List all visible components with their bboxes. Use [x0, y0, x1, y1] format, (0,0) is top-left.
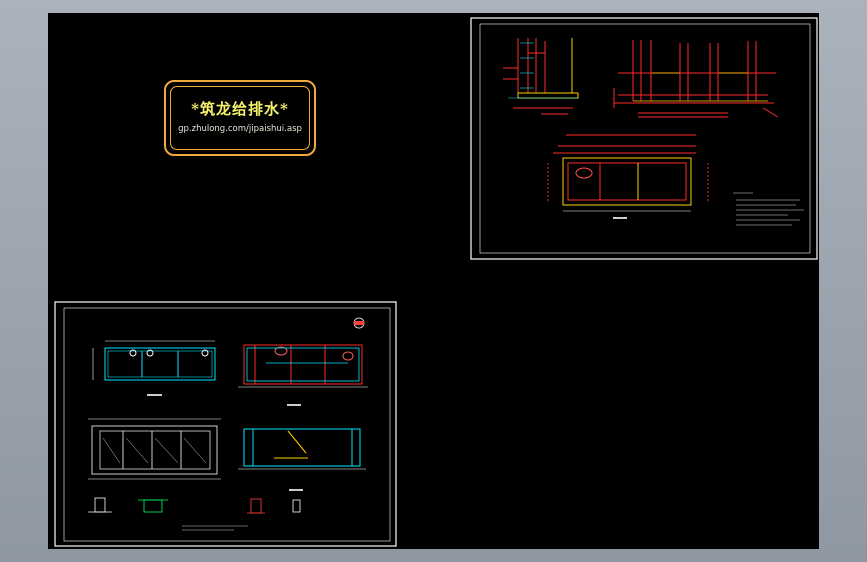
tank-section-a	[238, 344, 368, 388]
watermark-logo: *筑龙给排水* gp.zhulong.com/jipaishui.asp	[164, 80, 316, 156]
plan-view-labels	[613, 217, 627, 219]
detail-drawings	[88, 497, 301, 514]
section-b-title	[289, 489, 303, 491]
sheet-top-right-frame	[470, 17, 818, 260]
section-a-title	[287, 404, 301, 406]
cad-model-space[interactable]: *筑龙给排水* gp.zhulong.com/jipaishui.asp	[48, 13, 819, 549]
section-detail-b	[613, 40, 779, 118]
north-arrow-icon	[353, 317, 365, 329]
tank-section-b	[238, 428, 366, 470]
tank-plan-view	[92, 340, 216, 396]
drawing-notes	[733, 192, 804, 226]
detail-notes	[182, 525, 248, 531]
section-detail-a	[503, 38, 579, 115]
foundation-plan	[88, 418, 221, 480]
tank-section-a-walls	[246, 347, 360, 382]
section-detail-b-fill	[633, 72, 768, 102]
logo-inner-border	[170, 86, 310, 150]
logo-title: *筑龙给排水*	[191, 100, 289, 118]
sheet-bottom-left-frame	[54, 301, 397, 547]
section-detail-a-hatch	[508, 42, 578, 99]
sheet-bottom-left[interactable]	[48, 13, 819, 549]
logo-url: gp.zhulong.com/jipaishui.asp	[178, 124, 302, 134]
plan-view-top-right	[547, 134, 709, 212]
sheet-top-right[interactable]	[48, 13, 819, 549]
